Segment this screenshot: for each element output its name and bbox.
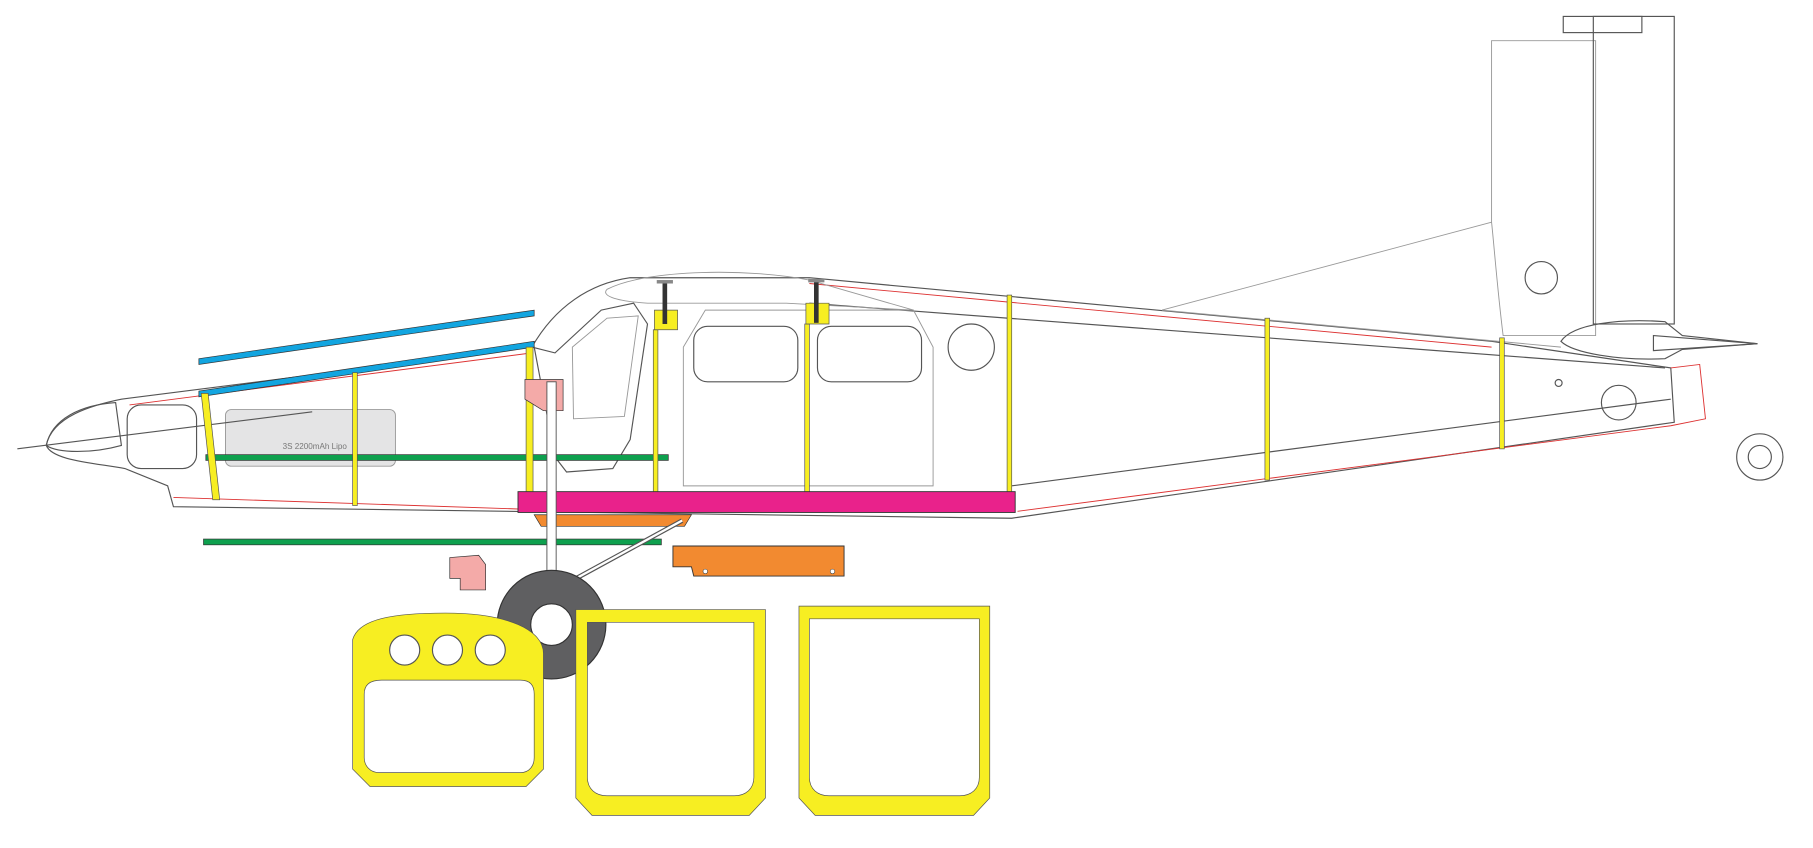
belly-plate (672, 545, 845, 577)
formers (200, 294, 1505, 508)
wing (605, 271, 914, 311)
gear-block (449, 554, 486, 591)
side-rod (205, 454, 669, 461)
belly-plate (533, 514, 693, 527)
tail (1491, 15, 1758, 360)
top-rod (198, 340, 535, 398)
window (816, 325, 923, 383)
fuselage-outline (45, 221, 1706, 519)
side-rod (203, 538, 662, 546)
wing-bolt (805, 278, 830, 325)
top-rod (198, 309, 535, 365)
floor-spar (517, 491, 1016, 513)
wing-bolt (654, 280, 678, 331)
propeller-shaft (17, 411, 313, 450)
tail-wheel (1736, 433, 1784, 481)
former-cutout (352, 612, 544, 787)
cabin-door (682, 309, 934, 487)
window (693, 325, 799, 383)
former-cutout (798, 605, 991, 816)
former-cutout (575, 609, 766, 816)
battery-label: 3S 2200mAh Lipo (283, 442, 348, 451)
round-window (947, 323, 995, 371)
